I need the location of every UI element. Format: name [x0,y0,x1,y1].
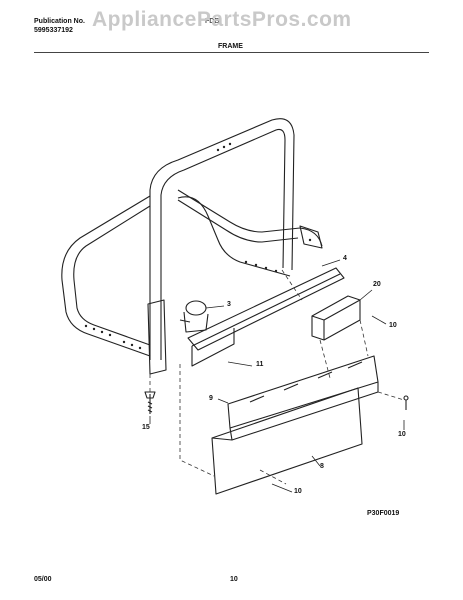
callout-15: 15 [142,424,150,431]
part-3-valve [179,300,209,333]
rear-right-bracket [299,225,323,249]
inner-side-loop [177,196,291,277]
part-10-screw-right [403,395,409,410]
callout-leaders [149,259,405,493]
callout-10-upper: 10 [389,322,397,329]
diagram-code: P30F0019 [367,510,400,517]
callout-10-right: 10 [398,431,406,438]
callout-8: 8 [320,463,324,470]
rear-frame-bar [177,189,323,247]
callout-11: 11 [256,361,264,368]
footer-page-number: 10 [230,576,238,583]
publication-number: 5995337192 [34,27,73,34]
part-8-toe-panel [211,387,363,495]
left-side-loop [61,195,151,357]
dashed-assembly-lines [149,269,405,485]
frame-hole-marks [84,142,312,350]
part-15-screw [144,391,156,414]
model-fragment: FDB [205,18,220,25]
header-rule [34,52,429,53]
part-20-box [311,295,361,341]
callout-3: 3 [227,301,231,308]
callout-10-lower: 10 [294,488,302,495]
footer-date: 05/00 [34,576,52,583]
callout-9: 9 [209,395,213,402]
callout-4: 4 [343,255,347,262]
section-title: FRAME [218,43,243,50]
front-frame-loop [149,118,295,360]
front-bracket-plate [191,328,235,367]
part-9-kickplate [227,355,379,441]
front-rail [187,267,345,351]
callout-20: 20 [373,281,381,288]
left-front-foot [147,299,167,375]
watermark: AppliancePartsPros.com [92,8,352,31]
publication-label: Publication No. [34,18,85,25]
